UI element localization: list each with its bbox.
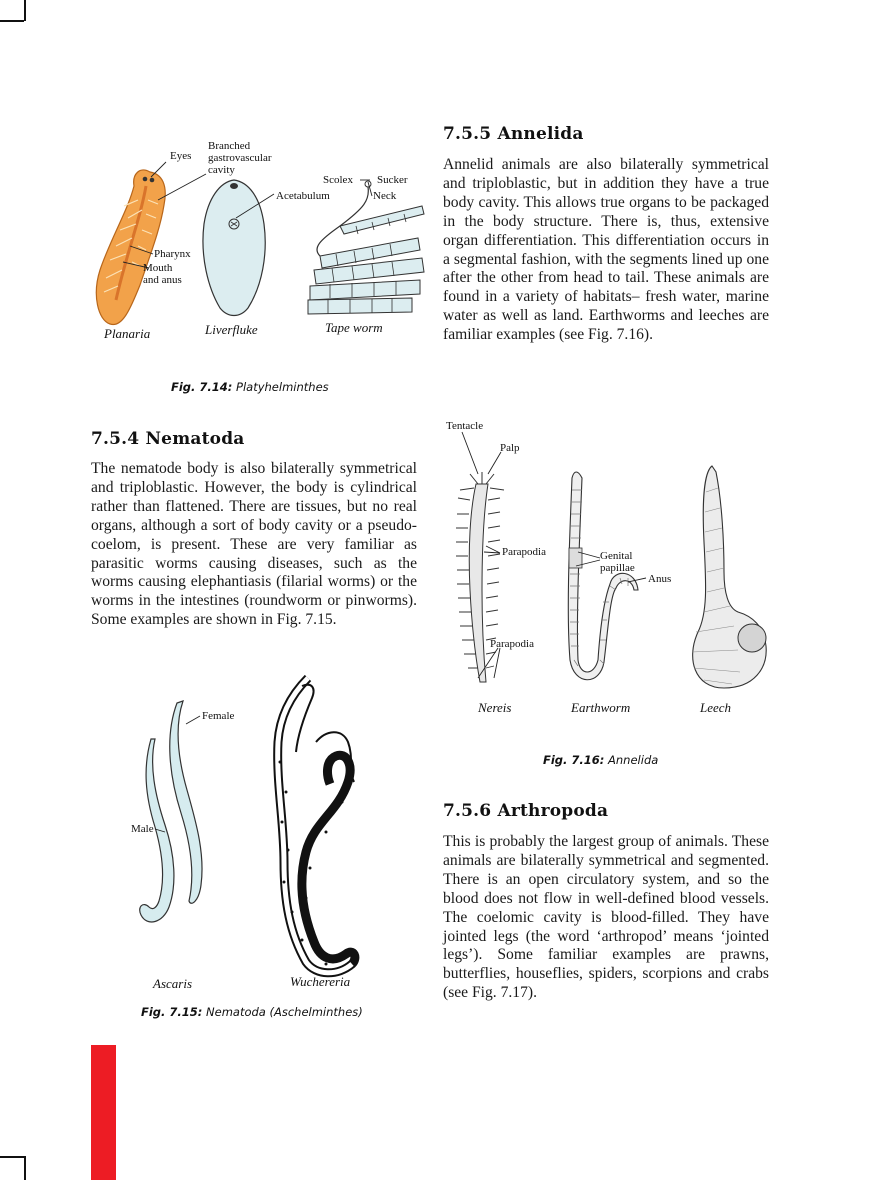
wuchereria-illustration [273,674,360,978]
crop-mark-bottom-h [0,1156,24,1158]
name-nereis: Nereis [478,700,512,715]
crop-mark-top-v [24,0,26,21]
accent-bar [91,1045,116,1180]
planaria-illustration [95,169,166,326]
section-heading-nematoda: 7.5.4 Nematoda [91,429,245,449]
section-heading-arthropoda: 7.5.6 Arthropoda [443,801,609,821]
leech-illustration [691,465,767,689]
nereis-illustration [456,472,505,683]
name-earthworm: Earthworm [571,700,631,715]
name-planaria: Planaria [104,326,151,341]
label-pharynx: Pharynx [154,248,191,260]
ascaris-illustration [139,700,203,923]
caption-number: Fig. 7.15: [141,1005,203,1019]
caption-number: Fig. 7.14: [171,380,233,394]
fig-7-15-caption: Fig. 7.15: Nematoda (Aschelminthes) [141,1005,363,1019]
name-leech: Leech [700,700,732,715]
annelida-paragraph: Annelid animals are also bilaterally sym… [443,156,769,344]
label-parapodia-lower: Parapodia [490,638,534,650]
caption-text: Platyhelminthes [236,380,329,394]
label-mouth-anus: Mouth and anus [143,262,182,286]
name-wuchereria: Wuchereria [290,974,351,989]
label-neck: Neck [373,190,397,202]
label-eyes: Eyes [170,150,192,162]
caption-text: Annelida [608,753,659,767]
fig-7-15-leader-lines [154,715,201,833]
fig-7-14-caption: Fig. 7.14: Platyhelminthes [171,380,329,394]
label-scolex: Scolex [323,174,353,186]
fig-7-16-leader-lines [461,431,647,679]
label-anus: Anus [648,573,672,585]
fig-7-16-caption: Fig. 7.16: Annelida [543,753,658,767]
crop-mark-top-h [0,20,24,22]
label-palp: Palp [500,442,520,454]
caption-text: Nematoda (Aschelminthes) [206,1005,363,1019]
label-tentacle: Tentacle [446,420,484,432]
name-tapeworm: Tape worm [325,320,383,335]
label-acetabulum: Acetabulum [276,190,330,202]
label-genital-papillae: Genital papillae [600,550,635,574]
crop-mark-bottom-v [24,1156,26,1180]
tapeworm-illustration [307,180,425,315]
liverfluke-illustration [202,179,266,317]
name-liverfluke: Liverfluke [205,322,258,337]
arthropoda-paragraph: This is probably the largest group of an… [443,833,769,1002]
label-female: Female [202,710,235,722]
section-heading-annelida: 7.5.5 Annelida [443,124,584,144]
label-male: Male [131,823,154,835]
label-parapodia-upper: Parapodia [502,546,546,558]
label-sucker: Sucker [377,174,408,186]
nematoda-paragraph: The nematode body is also bilaterally sy… [91,460,417,629]
fig-7-14-leader-lines [122,161,373,269]
name-ascaris: Ascaris [153,976,192,991]
caption-number: Fig. 7.16: [543,753,605,767]
label-branched-cavity: Branched gastrovascular cavity [208,140,272,176]
earthworm-illustration [567,471,639,681]
